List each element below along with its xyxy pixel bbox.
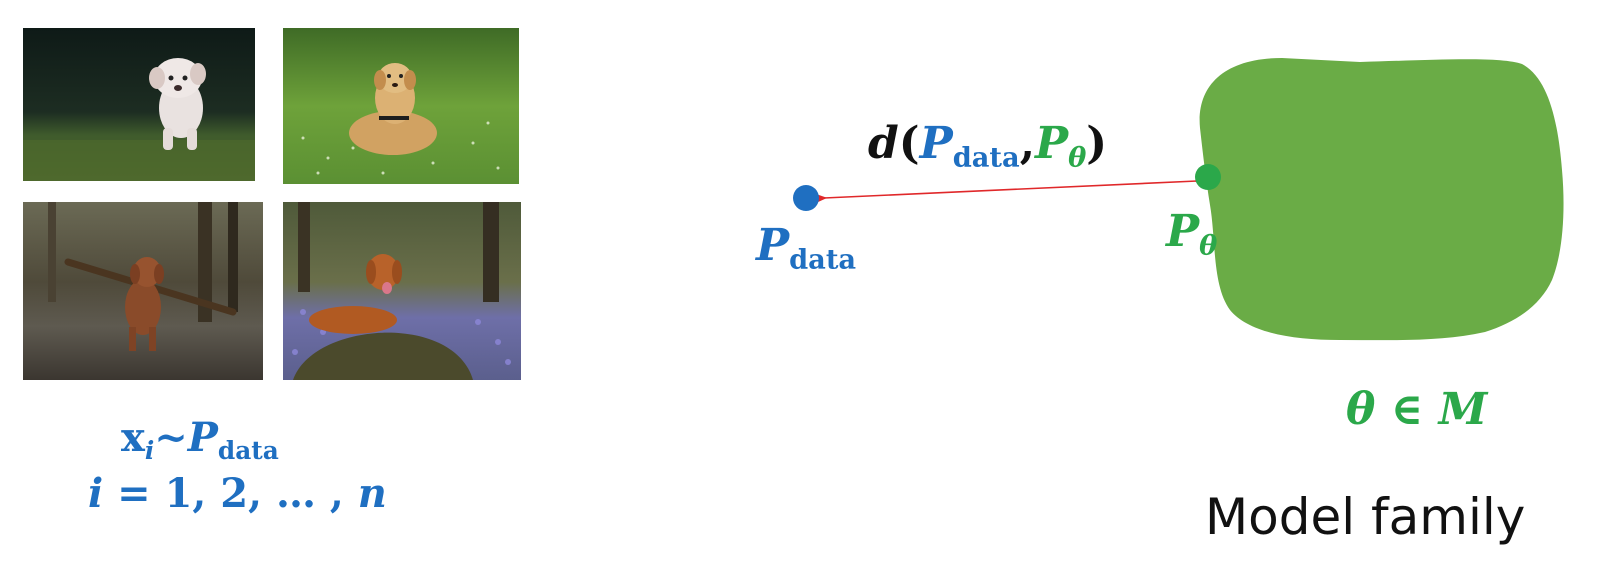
ptheta-label: Pθ: [1166, 210, 1217, 260]
dog-photo-brown-dog-with-stick-icon: [23, 202, 263, 380]
index-values: 1, 2, … ,: [164, 470, 358, 517]
divergence-open-paren: (: [898, 118, 920, 169]
pdata-p: P: [756, 220, 790, 271]
dog-photo-4: [283, 202, 521, 380]
ptheta-point: [1195, 164, 1221, 190]
dog-photo-golden-retriever-grass-icon: [283, 28, 519, 184]
samples-formula: xi~Pdata: [121, 418, 279, 464]
divergence-p2: P: [1035, 118, 1069, 169]
divergence-p1: P: [919, 118, 953, 169]
theta-symbol: θ: [1346, 384, 1376, 435]
pdata-label: Pdata: [756, 224, 856, 274]
divergence-arrow: [810, 174, 1211, 205]
model-family-label: Model family: [1205, 488, 1526, 546]
sample-x: x: [121, 414, 145, 461]
dog-photo-2: [283, 28, 519, 184]
divergence-d: d: [868, 118, 899, 169]
pdata-sub: data: [789, 243, 857, 276]
tilde-symbol: ~: [154, 414, 188, 461]
dog-photo-dog-on-log-bluebells-icon: [283, 202, 521, 380]
model-family-region: [1199, 58, 1564, 341]
index-i: i: [88, 470, 104, 517]
ptheta-p: P: [1166, 206, 1200, 257]
index-formula: i = 1, 2, … , n: [88, 474, 387, 514]
dog-photo-1: [23, 28, 255, 181]
model-set-m: M: [1438, 384, 1488, 435]
sample-p: P: [187, 414, 218, 461]
dog-photo-3: [23, 202, 263, 380]
index-n: n: [357, 470, 387, 517]
divergence-close-paren: ): [1086, 118, 1108, 169]
dog-photo-white-puppy-running-icon: [23, 28, 255, 181]
divergence-comma: ,: [1019, 118, 1036, 169]
divergence-label: d(Pdata,Pθ): [868, 122, 1107, 172]
theta-in-m-formula: θ ∈ M: [1346, 388, 1487, 432]
element-of-symbol: ∈: [1375, 384, 1439, 435]
divergence-p1-sub: data: [952, 141, 1020, 174]
sample-index-sub: i: [144, 435, 155, 465]
ptheta-sub: θ: [1199, 229, 1218, 262]
index-equals: =: [103, 470, 165, 517]
divergence-p2-sub: θ: [1068, 141, 1087, 174]
sample-p-sub: data: [217, 435, 279, 465]
pdata-point: [793, 185, 819, 211]
